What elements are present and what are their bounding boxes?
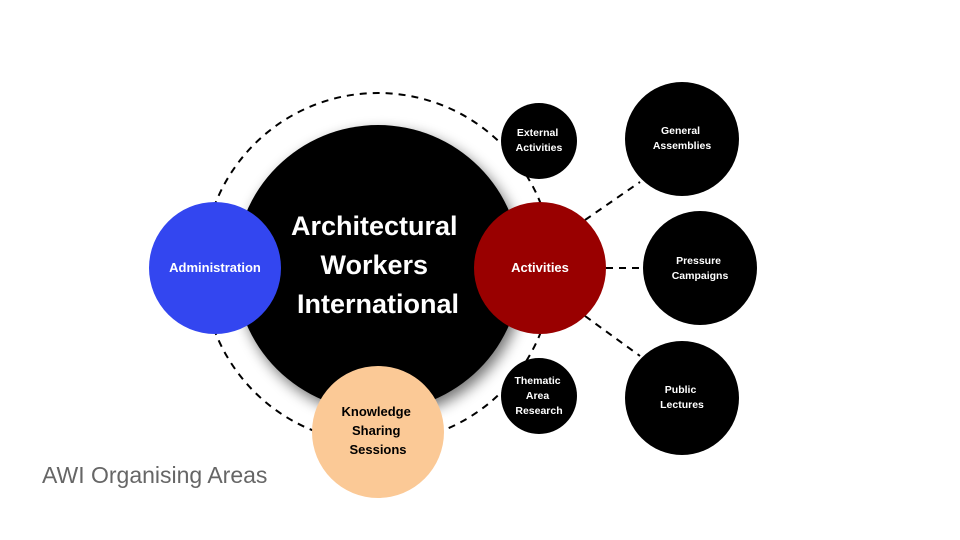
external-label: External Activities xyxy=(516,127,563,154)
pressure-circle xyxy=(643,211,757,325)
lectures-label-line-2: Lectures xyxy=(660,399,704,411)
hub-label-line-2: Workers xyxy=(320,250,428,280)
knowledge-circle xyxy=(312,366,444,498)
hub-architectural-workers-international: Architectural Workers International xyxy=(235,125,521,411)
administration-label: Administration xyxy=(169,260,261,275)
node-activities: Activities xyxy=(474,202,606,334)
knowledge-label-line-3: Sessions xyxy=(349,442,406,457)
knowledge-label: Knowledge Sharing Sessions xyxy=(342,404,415,457)
hub-label-line-1: Architectural xyxy=(291,211,458,241)
hub-circle xyxy=(235,125,521,411)
lectures-label: Public Lectures xyxy=(660,384,704,411)
general-label-line-2: Assemblies xyxy=(653,140,712,152)
activities-circle xyxy=(474,202,606,334)
administration-label-line-1: Administration xyxy=(169,260,261,275)
thematic-circle xyxy=(501,358,577,434)
node-pressure-campaigns: Pressure Campaigns xyxy=(643,211,757,325)
connector-general-assemblies xyxy=(584,181,641,221)
node-thematic-area-research: Thematic Area Research xyxy=(501,358,577,434)
activities-label-line-1: Activities xyxy=(511,260,569,275)
external-label-line-1: External xyxy=(517,127,559,139)
hub-label: Architectural Workers International xyxy=(291,211,465,319)
knowledge-label-line-1: Knowledge xyxy=(342,404,411,419)
thematic-label-line-1: Thematic xyxy=(514,375,560,387)
lectures-label-line-1: Public xyxy=(665,384,697,396)
node-general-assemblies: General Assemblies xyxy=(625,82,739,196)
knowledge-label-line-2: Sharing xyxy=(352,423,400,438)
thematic-label: Thematic Area Research xyxy=(514,375,563,417)
pressure-label-line-1: Pressure xyxy=(676,255,721,267)
thematic-label-line-2: Area xyxy=(526,390,550,402)
activities-label: Activities xyxy=(511,260,569,275)
node-knowledge-sharing-sessions: Knowledge Sharing Sessions xyxy=(312,366,444,498)
administration-circle xyxy=(149,202,281,334)
slide-caption: AWI Organising Areas xyxy=(42,462,268,488)
general-circle xyxy=(625,82,739,196)
external-label-line-2: Activities xyxy=(516,142,563,154)
pressure-label-line-2: Campaigns xyxy=(672,270,729,282)
node-administration: Administration xyxy=(149,202,281,334)
external-circle xyxy=(501,103,577,179)
lectures-circle xyxy=(625,341,739,455)
node-public-lectures: Public Lectures xyxy=(625,341,739,455)
hub-label-line-3: International xyxy=(297,289,459,319)
thematic-label-line-3: Research xyxy=(515,405,562,417)
general-label: General Assemblies xyxy=(653,125,712,152)
pressure-label: Pressure Campaigns xyxy=(672,255,729,282)
node-external-activities: External Activities xyxy=(501,103,577,179)
connector-public-lectures xyxy=(584,315,641,357)
general-label-line-1: General xyxy=(661,125,700,137)
